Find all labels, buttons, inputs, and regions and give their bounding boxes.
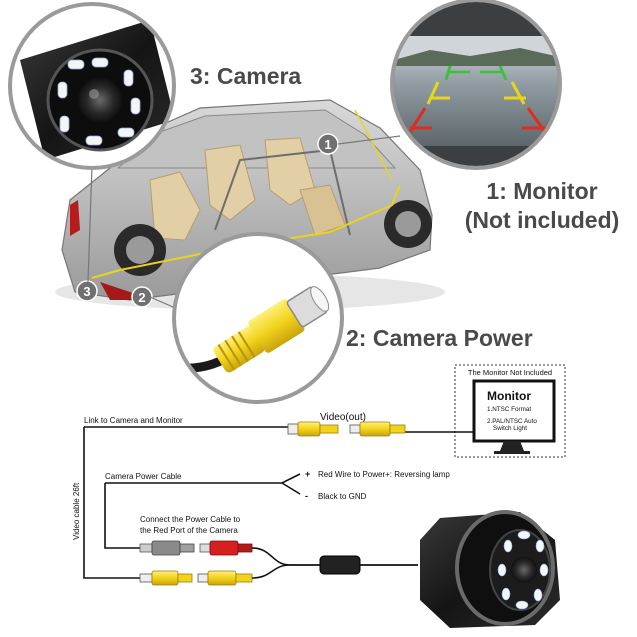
video-cable-label: Video cable 26ft — [72, 482, 81, 540]
monitor-spec1: 1.NTSC Format — [487, 406, 531, 413]
marker-1: 1 — [317, 133, 339, 155]
svg-text:3: 3 — [83, 284, 90, 299]
video-out-label: Video(out) — [320, 412, 366, 423]
monitor-label-line1: 1: Monitor — [486, 178, 597, 204]
guide-green-right — [498, 65, 508, 81]
camera-product — [420, 510, 560, 628]
camera-leader — [87, 165, 93, 283]
camera-label: 3: Camera — [190, 63, 301, 89]
monitor-screen — [472, 379, 556, 443]
svg-text:2: 2 — [138, 290, 145, 305]
car-illustration — [55, 99, 445, 310]
camera-callout — [8, 2, 176, 170]
power-rca-red — [199, 540, 253, 556]
plus-sign: + — [305, 469, 310, 479]
link-label: Link to Camera and Monitor — [84, 416, 183, 425]
camera-rca-yellow-female — [197, 570, 253, 586]
video-out-rca-male — [287, 421, 339, 437]
main-video-cable — [83, 427, 140, 579]
red-wire-label: Red Wire to Power+: Reversing lamp — [318, 470, 450, 479]
inline-ferrite — [319, 555, 361, 575]
camera-lens-icon — [511, 557, 537, 583]
monitor-spec2-line2: Switch Light — [493, 425, 527, 432]
monitor-spec2-line1: 2.PAL/NTSC Auto — [487, 418, 537, 425]
power-cable-label: Camera Power Cable — [105, 472, 182, 481]
marker-2: 2 — [131, 286, 153, 308]
power-label: 2: Camera Power — [346, 325, 533, 351]
lens-icon — [78, 78, 122, 122]
monitor-title: Monitor — [487, 389, 531, 403]
monitor-label-line2: (Not included) — [465, 207, 620, 233]
monitor-stand — [500, 441, 524, 451]
power-callout — [172, 232, 344, 404]
power-rca-gray — [139, 540, 195, 556]
video-out-rca-female — [349, 421, 406, 437]
monitor-callout — [390, 0, 562, 170]
connect-note-line2: the Red Port of the Camera — [140, 526, 238, 535]
marker-3: 3 — [76, 280, 98, 302]
camera-rca-yellow-male — [139, 570, 193, 586]
black-wire-label: Black to GND — [318, 492, 367, 501]
camera-led-ring — [497, 530, 549, 610]
monitor-box-caption: The Monitor Not Included — [468, 368, 552, 377]
wiring-diagram: The Monitor Not Included Monitor 1.NTSC … — [72, 364, 566, 628]
minus-sign: - — [305, 491, 308, 501]
svg-text:1: 1 — [324, 137, 331, 152]
led-ring — [57, 57, 141, 146]
connect-note-line1: Connect the Power Cable to — [140, 515, 241, 524]
monitor-leader — [337, 135, 401, 145]
